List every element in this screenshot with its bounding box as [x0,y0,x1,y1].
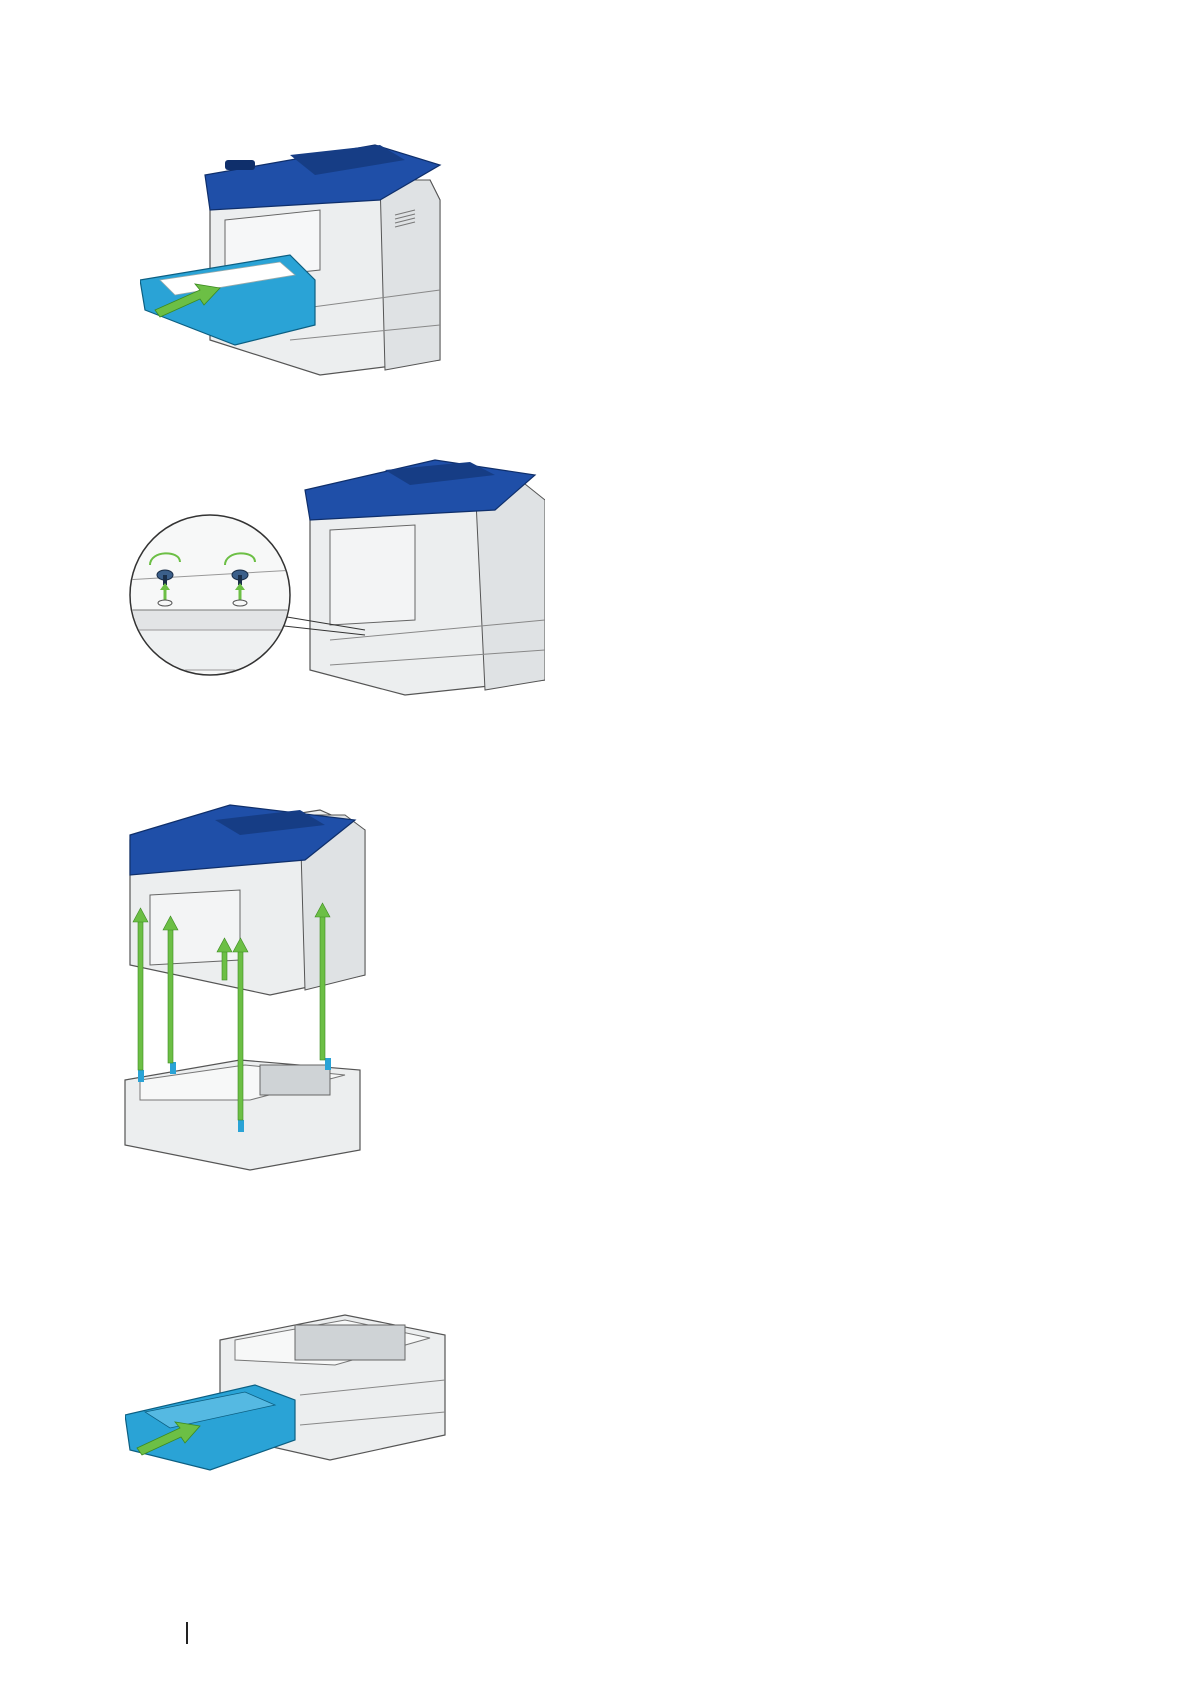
figure-remove-paper-tray [140,140,450,380]
printer-tray-out-illustration [140,140,450,380]
figure-lift-printer-off-feeder [120,800,380,1180]
figure-remove-feeder-tray [125,1300,455,1480]
page-footer-rule [186,1622,188,1644]
printer-lift-illustration [120,800,380,1180]
figure-remove-screws-closeup [125,450,545,700]
feeder-tray-out-illustration [125,1300,455,1480]
printer-screws-illustration [125,450,545,700]
